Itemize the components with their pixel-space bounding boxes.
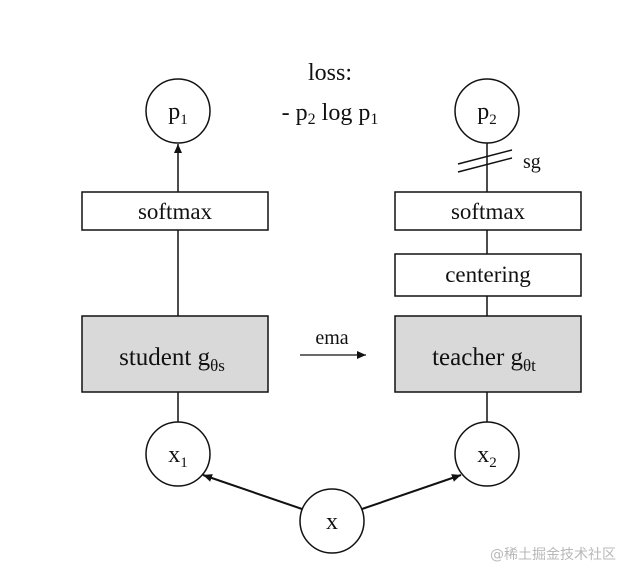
stop-gradient-label: sg <box>523 151 541 173</box>
student-network-label: student gθs <box>119 344 225 375</box>
student-softmax-label: softmax <box>138 199 213 224</box>
student-input-node <box>145 421 211 487</box>
teacher-network-label: teacher gθt <box>432 344 536 375</box>
source-to-teacher-arrow <box>361 474 462 510</box>
stop-gradient-mark-1 <box>457 149 513 165</box>
teacher-centering-label: centering <box>445 262 531 287</box>
teacher-output-label: p2 <box>477 99 497 128</box>
loss-label: loss: <box>308 60 352 86</box>
student-output-label: p1 <box>168 99 188 128</box>
teacher-network-box <box>394 315 582 393</box>
teacher-softmax-box <box>394 191 582 231</box>
student-output-node <box>145 78 211 144</box>
ema-label: ema <box>315 327 348 349</box>
loss-formula: - p2 log p1 <box>282 100 379 128</box>
student-input-label: x1 <box>168 442 188 471</box>
student-softmax-box <box>81 191 269 231</box>
teacher-centering-box <box>394 253 582 297</box>
source-to-student-arrow <box>202 474 303 510</box>
source-input-label: x <box>326 509 338 535</box>
stop-gradient-mark-2 <box>457 157 513 173</box>
source-input-node <box>299 488 365 554</box>
teacher-softmax-label: softmax <box>451 199 526 224</box>
teacher-input-label: x2 <box>477 442 497 471</box>
teacher-input-node <box>454 421 520 487</box>
watermark: @稀土掘金技术社区 <box>490 547 616 563</box>
student-network-box <box>81 315 269 393</box>
